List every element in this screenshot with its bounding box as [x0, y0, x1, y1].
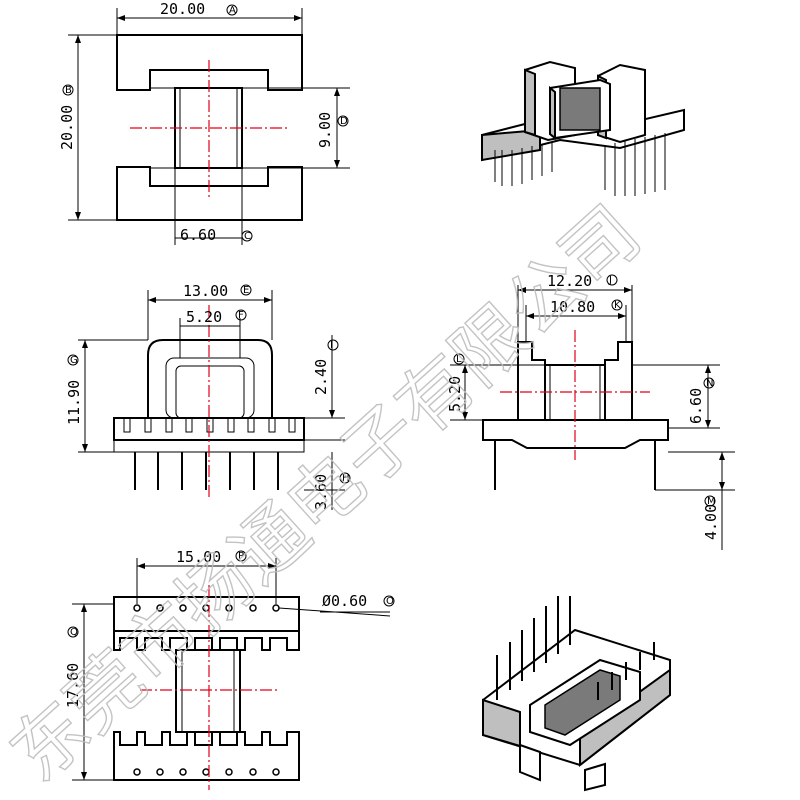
dim-n-letter: N [706, 378, 713, 389]
isometric-view-bottom [482, 596, 671, 792]
dim-p-letter: P [238, 551, 244, 562]
dim-i-letter: I [330, 340, 333, 351]
dim-b-letter: B [65, 85, 72, 96]
dim-q-letter: Q [70, 627, 78, 638]
dim-d-letter: D [340, 116, 348, 127]
dim-j-value: 12.20 [547, 272, 592, 290]
dim-k-value: 10.80 [550, 298, 595, 316]
dim-f-value: 5.20 [186, 308, 222, 326]
dim-l-letter: L [456, 354, 462, 365]
bottom-view: 15.00 P Ø0.60 O 17.60 Q [64, 548, 395, 790]
dim-i-value: 2.40 [312, 359, 330, 395]
top-view: 20.00 A 20.00 B 6.60 C 9.00 D [58, 0, 350, 245]
isometric-view-top [481, 60, 685, 196]
dim-m-value: 4.00 [702, 504, 720, 540]
dim-c-value: 6.60 [180, 226, 216, 244]
dim-a-value: 20.00 [160, 0, 205, 18]
dim-b-value: 20.00 [58, 105, 76, 150]
dim-h-letter: H [342, 473, 350, 484]
dim-g-value: 11.90 [65, 380, 83, 425]
dim-o-value: Ø0.60 [322, 592, 367, 610]
dim-q-value: 17.60 [64, 663, 82, 708]
dim-n-value: 6.60 [687, 388, 705, 424]
dim-e-letter: E [243, 285, 249, 296]
dim-c-letter: C [244, 231, 251, 242]
dim-m-letter: M [707, 496, 716, 507]
dim-d-value: 9.00 [316, 112, 334, 148]
dim-e-value: 13.00 [183, 282, 228, 300]
dim-o-letter: O [386, 596, 394, 607]
side-view: 12.20 J 10.80 K 5.20 L 6.60 N 4.00 M [446, 272, 735, 550]
dim-h-value: 3.60 [312, 474, 330, 510]
dim-f-letter: F [238, 310, 244, 321]
dim-k-letter: K [614, 300, 621, 311]
dim-g-letter: G [70, 355, 78, 366]
dim-j-letter: J [608, 275, 612, 286]
dim-a-letter: A [229, 5, 236, 16]
front-view: 13.00 E 5.20 F 11.90 G 2.40 I 3.60 H [65, 282, 351, 510]
dim-p-value: 15.00 [176, 548, 221, 566]
dim-l-value: 5.20 [446, 376, 464, 412]
